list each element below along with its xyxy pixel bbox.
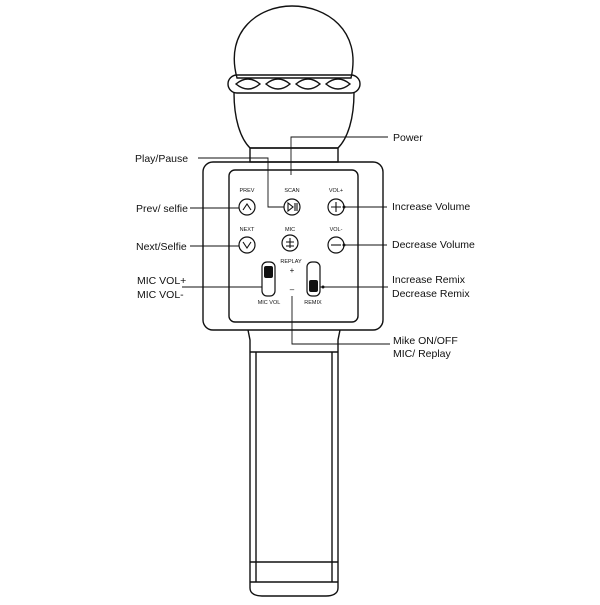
scan-button[interactable]	[283, 198, 301, 216]
mic-label: MIC	[285, 227, 295, 233]
dot-vol-plus	[342, 205, 346, 209]
callout-mic-vol-up: MIC VOL+	[137, 275, 186, 287]
leader-play-pause	[198, 157, 284, 208]
mic-button[interactable]	[281, 234, 299, 252]
mic-head-ring	[227, 74, 361, 94]
callout-increase-volume: Increase Volume	[392, 201, 470, 213]
mic-glyph-icon	[286, 238, 294, 248]
mic-head-lower	[233, 92, 355, 149]
replay-label: REPLAY	[280, 259, 302, 265]
scan-label: SCAN	[284, 188, 299, 194]
play-pause-icon	[287, 201, 298, 213]
mic-vol-label: MIC VOL	[258, 300, 281, 306]
chevron-up-icon	[242, 203, 252, 211]
remix-slider-knob	[309, 280, 318, 292]
ring-pattern	[234, 78, 352, 90]
prev-label: PREV	[240, 188, 255, 194]
chevron-down-icon	[242, 241, 252, 249]
callout-prev-selfie: Prev/ selfie	[136, 203, 188, 215]
vol-minus-label: VOL-	[330, 227, 343, 233]
mic-handle	[247, 329, 341, 597]
mic-head	[233, 5, 354, 79]
callout-mic-vol-down: MIC VOL-	[137, 289, 184, 301]
remix-slider[interactable]	[306, 261, 321, 297]
leader-mike	[291, 296, 390, 345]
plus-icon	[331, 202, 341, 212]
minus-sign: –	[290, 285, 295, 294]
next-label: NEXT	[240, 227, 255, 233]
mic-neck	[249, 147, 339, 163]
next-button[interactable]	[238, 236, 256, 254]
callout-mic-replay: MIC/ Replay	[393, 348, 452, 360]
callout-decrease-volume: Decrease Volume	[392, 239, 475, 251]
callout-next-selfie: Next/Selfie	[136, 241, 187, 253]
prev-button[interactable]	[238, 198, 256, 216]
remix-label: REMIX	[304, 300, 322, 306]
plus-sign: +	[290, 266, 295, 275]
callout-play-pause: Play/Pause	[135, 153, 188, 165]
dot-remix	[321, 285, 325, 289]
callout-decrease-remix: Decrease Remix	[392, 288, 470, 300]
vol-plus-label: VOL+	[329, 188, 343, 194]
callout-increase-remix: Increase Remix	[392, 274, 466, 286]
mic-vol-slider[interactable]	[261, 261, 276, 297]
dot-vol-minus	[342, 243, 346, 247]
callout-power: Power	[393, 132, 423, 144]
callout-mike-on-off: Mike ON/OFF	[393, 335, 458, 347]
leader-power	[290, 136, 388, 175]
mic-vol-slider-knob	[264, 266, 273, 278]
